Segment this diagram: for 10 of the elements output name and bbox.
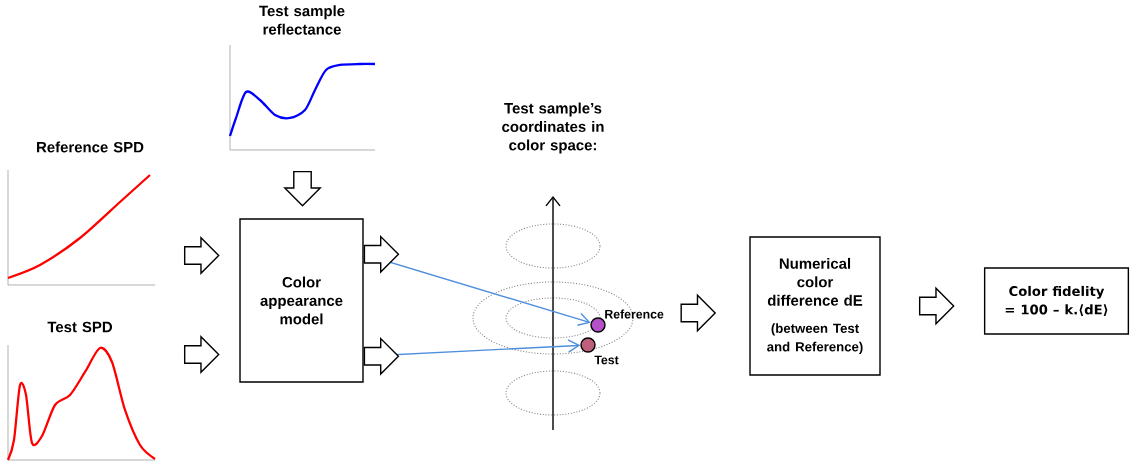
chart-title: Test SPD xyxy=(47,321,113,333)
heading: Test sample’s coordinates in color space: xyxy=(502,102,604,154)
process-box: Color appearance model xyxy=(239,218,364,383)
point-label: Test xyxy=(594,355,619,365)
point-label: Reference xyxy=(605,309,664,319)
arrow xyxy=(363,234,591,326)
process-box: Color fidelity = 100 – k.⟨dE⟩ xyxy=(983,267,1130,335)
process-box: Numerical color difference dE (between Test and Reference) xyxy=(749,236,881,376)
chart-title: Reference SPD xyxy=(37,141,144,153)
chart-title: Test sample reflectance xyxy=(259,5,345,35)
